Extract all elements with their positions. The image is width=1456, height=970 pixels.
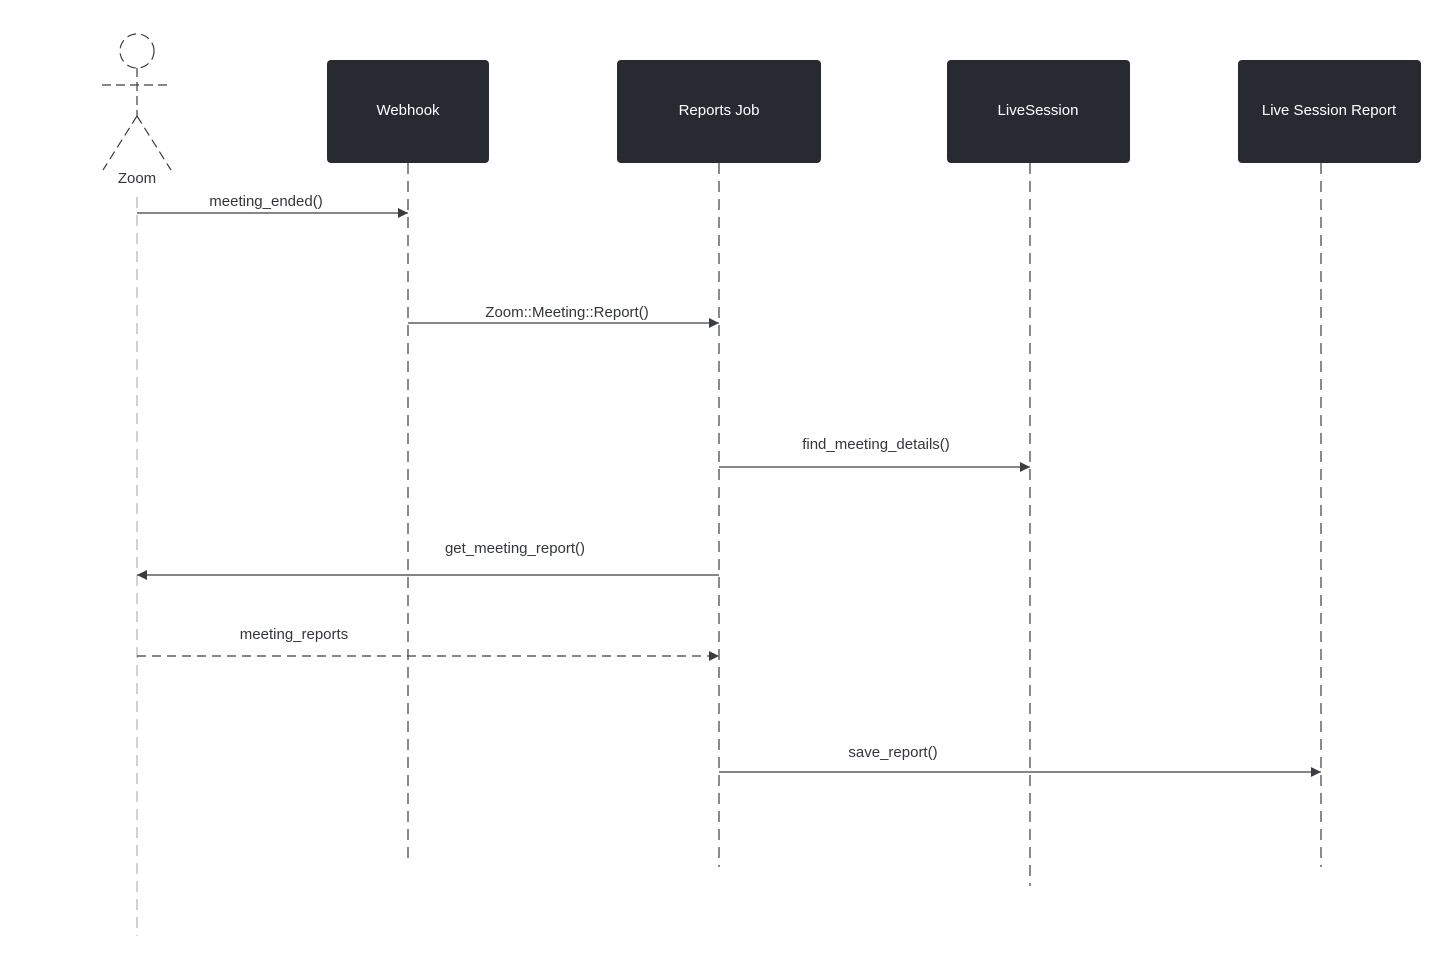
participant-label: Reports Job — [679, 102, 760, 119]
participant-reports-job: Reports Job — [617, 60, 821, 163]
message-label: find_meeting_details() — [802, 436, 950, 453]
zoom-actor: Zoom — [102, 33, 172, 187]
message-label: get_meeting_report() — [445, 540, 585, 557]
participant-label: Live Session Report — [1262, 102, 1397, 119]
message-save-report: save_report() — [719, 744, 1321, 777]
participant-box — [617, 60, 821, 163]
participant-box — [1238, 60, 1421, 163]
participant-label: LiveSession — [998, 102, 1079, 119]
message-meeting-reports: meeting_reports — [137, 626, 719, 661]
stick-figure-actor-icon — [102, 33, 172, 171]
participant-webhook: Webhook — [327, 60, 489, 163]
participant-live-session: LiveSession — [947, 60, 1130, 163]
participant-live-session-report: Live Session Report — [1238, 60, 1421, 163]
message-label: meeting_reports — [240, 626, 348, 643]
message-zoom-meeting-report: Zoom::Meeting::Report() — [408, 304, 719, 328]
actor-label-zoom: Zoom — [118, 170, 156, 187]
participant-box — [947, 60, 1130, 163]
message-find-meeting-details: find_meeting_details() — [719, 436, 1030, 472]
participant-box — [327, 60, 489, 163]
message-label: save_report() — [848, 744, 937, 761]
message-label: meeting_ended() — [209, 193, 322, 210]
message-get-meeting-report: get_meeting_report() — [137, 540, 719, 580]
message-label: Zoom::Meeting::Report() — [485, 304, 648, 321]
participant-label: Webhook — [376, 102, 440, 119]
message-meeting-ended: meeting_ended() — [137, 193, 408, 218]
